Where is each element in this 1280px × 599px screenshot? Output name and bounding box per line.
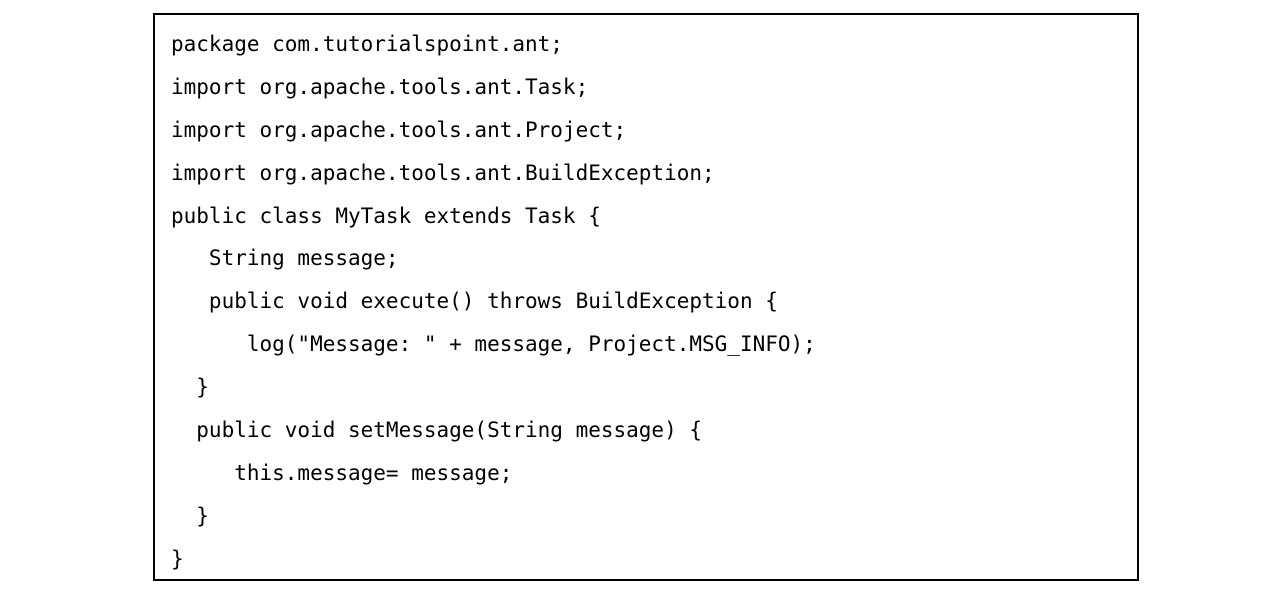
code-line: import org.apache.tools.ant.Project;	[171, 117, 627, 142]
code-line: }	[171, 546, 184, 571]
code-line: }	[171, 503, 209, 528]
code-line: String message;	[171, 246, 399, 271]
code-listing-box: package com.tutorialspoint.ant; import o…	[153, 13, 1139, 581]
code-line: log("Message: " + message, Project.MSG_I…	[171, 332, 816, 357]
code-line: public class MyTask extends Task {	[171, 203, 601, 228]
code-line: import org.apache.tools.ant.Task;	[171, 74, 589, 99]
code-line: }	[171, 375, 209, 400]
code-line: this.message= message;	[171, 460, 513, 485]
code-listing: package com.tutorialspoint.ant; import o…	[171, 27, 816, 585]
code-line: package com.tutorialspoint.ant;	[171, 32, 563, 56]
code-line: import org.apache.tools.ant.BuildExcepti…	[171, 160, 715, 185]
code-line: public void execute() throws BuildExcept…	[171, 289, 778, 314]
code-line: public void setMessage(String message) {	[171, 418, 703, 443]
